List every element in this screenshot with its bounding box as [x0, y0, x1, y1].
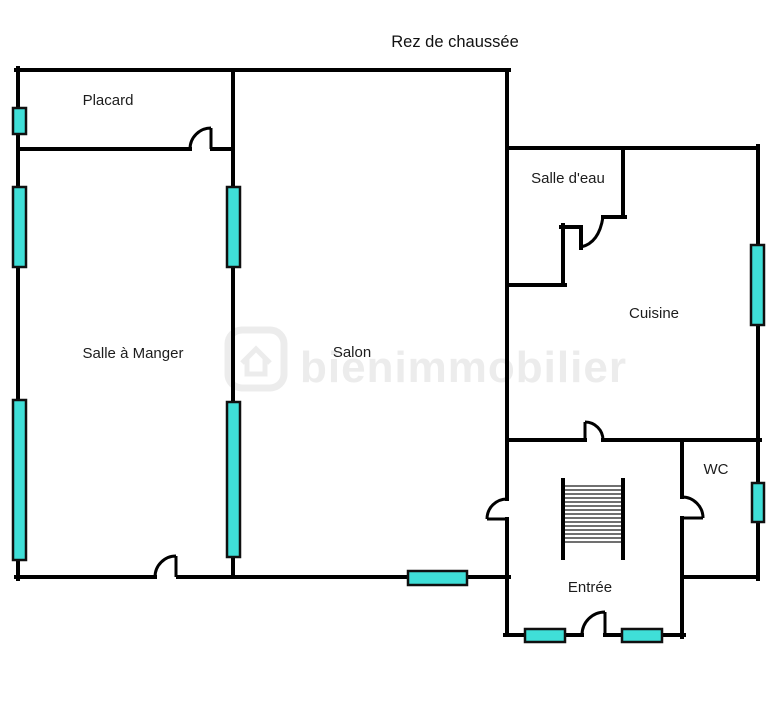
staircase-treads	[565, 485, 621, 543]
window-salle-a-manger-lower	[11, 398, 28, 562]
doors	[153, 126, 705, 636]
door-cuisine	[583, 420, 605, 441]
staircase-rails	[561, 478, 625, 560]
door-wc	[681, 495, 705, 520]
watermark-text: bienimmobilier	[300, 343, 627, 392]
window-salon-bottom	[406, 569, 469, 587]
watermark-house-icon	[240, 345, 272, 377]
room-label-salle-deau: Salle d'eau	[531, 170, 605, 187]
window-entree-left	[523, 627, 567, 644]
window-salle-a-manger-upper	[11, 185, 28, 269]
room-label-salle-a-manger: Salle à Manger	[83, 345, 184, 362]
room-label-entree: Entrée	[568, 579, 612, 596]
room-label-wc: WC	[704, 461, 729, 478]
watermark: bienimmobilier	[224, 326, 627, 392]
door-salon-entree	[485, 497, 508, 521]
window-placard-left	[11, 106, 28, 136]
window-wc-right	[750, 481, 766, 524]
door-salle-deau	[580, 216, 605, 249]
door-salle-a-manger	[153, 554, 178, 578]
door-front-entree	[580, 610, 607, 636]
wall-salle-deau	[505, 146, 627, 287]
room-label-cuisine: Cuisine	[629, 305, 679, 322]
room-label-placard: Placard	[83, 92, 134, 109]
watermark-logo-icon	[224, 326, 288, 392]
windows	[11, 106, 766, 644]
door-placard	[188, 126, 213, 150]
staircase	[561, 478, 625, 560]
window-cuisine-right	[749, 243, 766, 327]
window-middle-upper	[225, 185, 242, 269]
window-entree-right	[620, 627, 664, 644]
window-middle-lower	[225, 400, 242, 559]
room-label-salon: Salon	[333, 344, 371, 361]
plan-title: Rez de chaussée	[391, 33, 519, 51]
